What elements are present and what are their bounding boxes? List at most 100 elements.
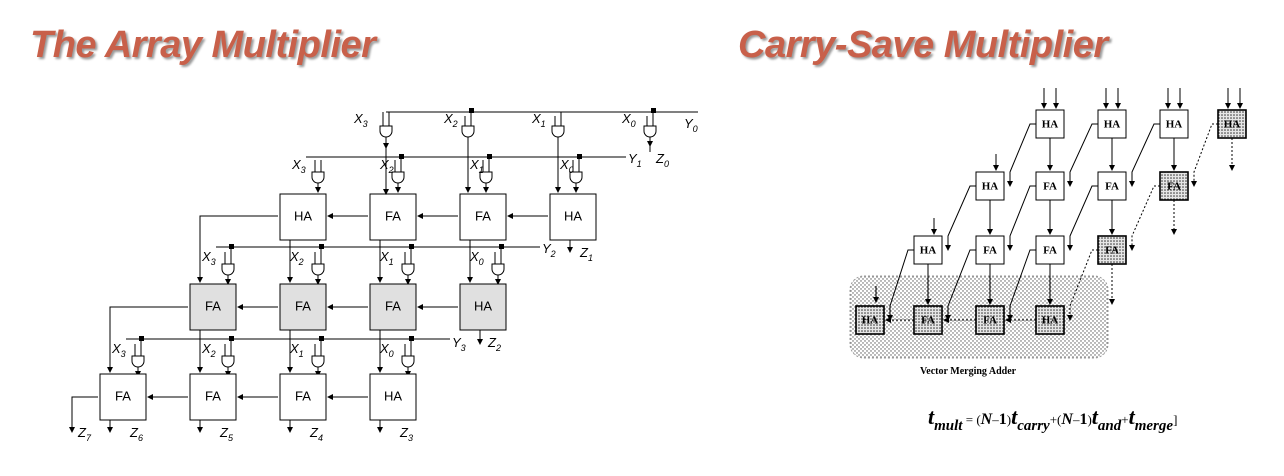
cs-cell-ha (1035, 109, 1065, 139)
adder-cell-label: FA (385, 208, 401, 223)
and-gate (131, 355, 145, 377)
and-gate (221, 355, 235, 377)
adder-cell-label: FA (295, 298, 311, 313)
and-gate (379, 125, 393, 149)
cs-cell-label: FA (1043, 245, 1057, 257)
cs-cell-label: FA (1167, 181, 1181, 193)
cs-cell-ha (1217, 109, 1247, 139)
cs-cell-label: FA (921, 315, 935, 327)
cs-cell-fa (975, 235, 1005, 265)
and-gate (401, 263, 415, 285)
formula-one1: 1 (998, 411, 1007, 428)
product-output-label: Z4 (309, 425, 323, 443)
product-output-label: Z5 (219, 425, 234, 443)
x-input-label: X3 (111, 341, 126, 359)
x-input-label: X0 (621, 111, 636, 129)
formula-mult: mult (934, 418, 963, 434)
and-gate (401, 355, 415, 377)
cs-cell-label: FA (983, 245, 997, 257)
carry-wires (69, 146, 651, 433)
product-output-label: Z7 (77, 425, 92, 443)
formula-and: and (1097, 418, 1122, 434)
and-gate (391, 171, 405, 193)
cs-cell-ha (913, 235, 943, 265)
cs-cell-fa (1035, 171, 1065, 201)
x-input-label: X3 (291, 157, 306, 175)
cs-cell-label: FA (983, 315, 997, 327)
and-gates (131, 125, 657, 377)
adder-cell-fa (189, 283, 237, 331)
cs-cell-label: HA (1042, 119, 1059, 131)
bus-taps (139, 108, 656, 341)
adder-cell-fa (279, 283, 327, 331)
formula-n1: N (980, 411, 993, 428)
cs-cell-label: FA (1043, 181, 1057, 193)
cs-cell-label: HA (1042, 315, 1059, 327)
formula-t3: t (1091, 404, 1098, 429)
adder-cell-label: FA (475, 208, 491, 223)
slide-title-right: Carry-Save Multiplier (738, 24, 1108, 66)
cs-cell-ha (1035, 305, 1065, 335)
x-input-label: X0 (559, 157, 574, 175)
y-input-label: Y0 (684, 116, 698, 134)
cs-cell-label: HA (1166, 119, 1183, 131)
cs-cell-label: FA (1105, 245, 1119, 257)
cs-cell-fa (1159, 171, 1189, 201)
and-gate (643, 125, 657, 147)
x-input-label: X3 (201, 249, 216, 267)
and-gate (551, 125, 565, 193)
carry-save-wires (873, 88, 1243, 323)
x-input-label: X2 (201, 341, 216, 359)
adder-cell-ha (279, 193, 327, 241)
adder-cell-fa (189, 373, 237, 421)
formula-eq: = (965, 412, 974, 427)
adder-cell-label: FA (115, 388, 131, 403)
and-gate (311, 355, 325, 377)
adder-cell-fa (459, 193, 507, 241)
and-gate (479, 171, 493, 193)
product-output-label: Z3 (399, 425, 413, 443)
adder-cell-label: HA (564, 208, 582, 223)
and-gate (491, 263, 505, 285)
product-output-label: Z2 (487, 335, 501, 353)
cs-cell-fa (1097, 171, 1127, 201)
and-gate (311, 171, 325, 193)
adder-cell-ha (549, 193, 597, 241)
cs-cell-label: HA (920, 245, 937, 257)
cs-cell-fa (1097, 235, 1127, 265)
slide-title-left: The Array Multiplier (30, 24, 376, 66)
adder-cell-label: FA (205, 388, 221, 403)
adder-cell-fa (369, 193, 417, 241)
delay-formula: tmult = (N–1)tcarry+(N–1)tand+tmerge] (928, 404, 1178, 434)
formula-merge: merge (1134, 418, 1174, 434)
cs-cell-fa (975, 305, 1005, 335)
formula-carry: carry (1017, 418, 1050, 434)
adder-cell-label: FA (385, 298, 401, 313)
formula-t: t (928, 404, 935, 429)
cs-cell-fa (1035, 235, 1065, 265)
formula-minus1: – (992, 412, 999, 427)
cs-cell-label: HA (1224, 119, 1241, 131)
x-input-label: X1 (469, 157, 484, 175)
y-input-label: Y1 (628, 151, 642, 169)
cs-cell-ha (975, 171, 1005, 201)
formula-plus2: + (1121, 412, 1129, 427)
and-gate (461, 125, 475, 193)
formula-t4: t (1128, 404, 1135, 429)
adder-cell-fa (99, 373, 147, 421)
y-buses (126, 111, 698, 340)
formula-minus2: – (1072, 412, 1080, 427)
x-input-label: X1 (289, 341, 304, 359)
cs-cell-ha (1097, 109, 1127, 139)
and-gate (569, 171, 583, 193)
adder-cell-fa (279, 373, 327, 421)
x-input-label: X2 (443, 111, 458, 129)
x-input-label: X0 (469, 249, 484, 267)
x-input-label: X2 (289, 249, 304, 267)
adder-cell-ha (369, 373, 417, 421)
product-output-label: Z1 (579, 245, 593, 263)
formula-one2: 1 (1079, 411, 1088, 428)
